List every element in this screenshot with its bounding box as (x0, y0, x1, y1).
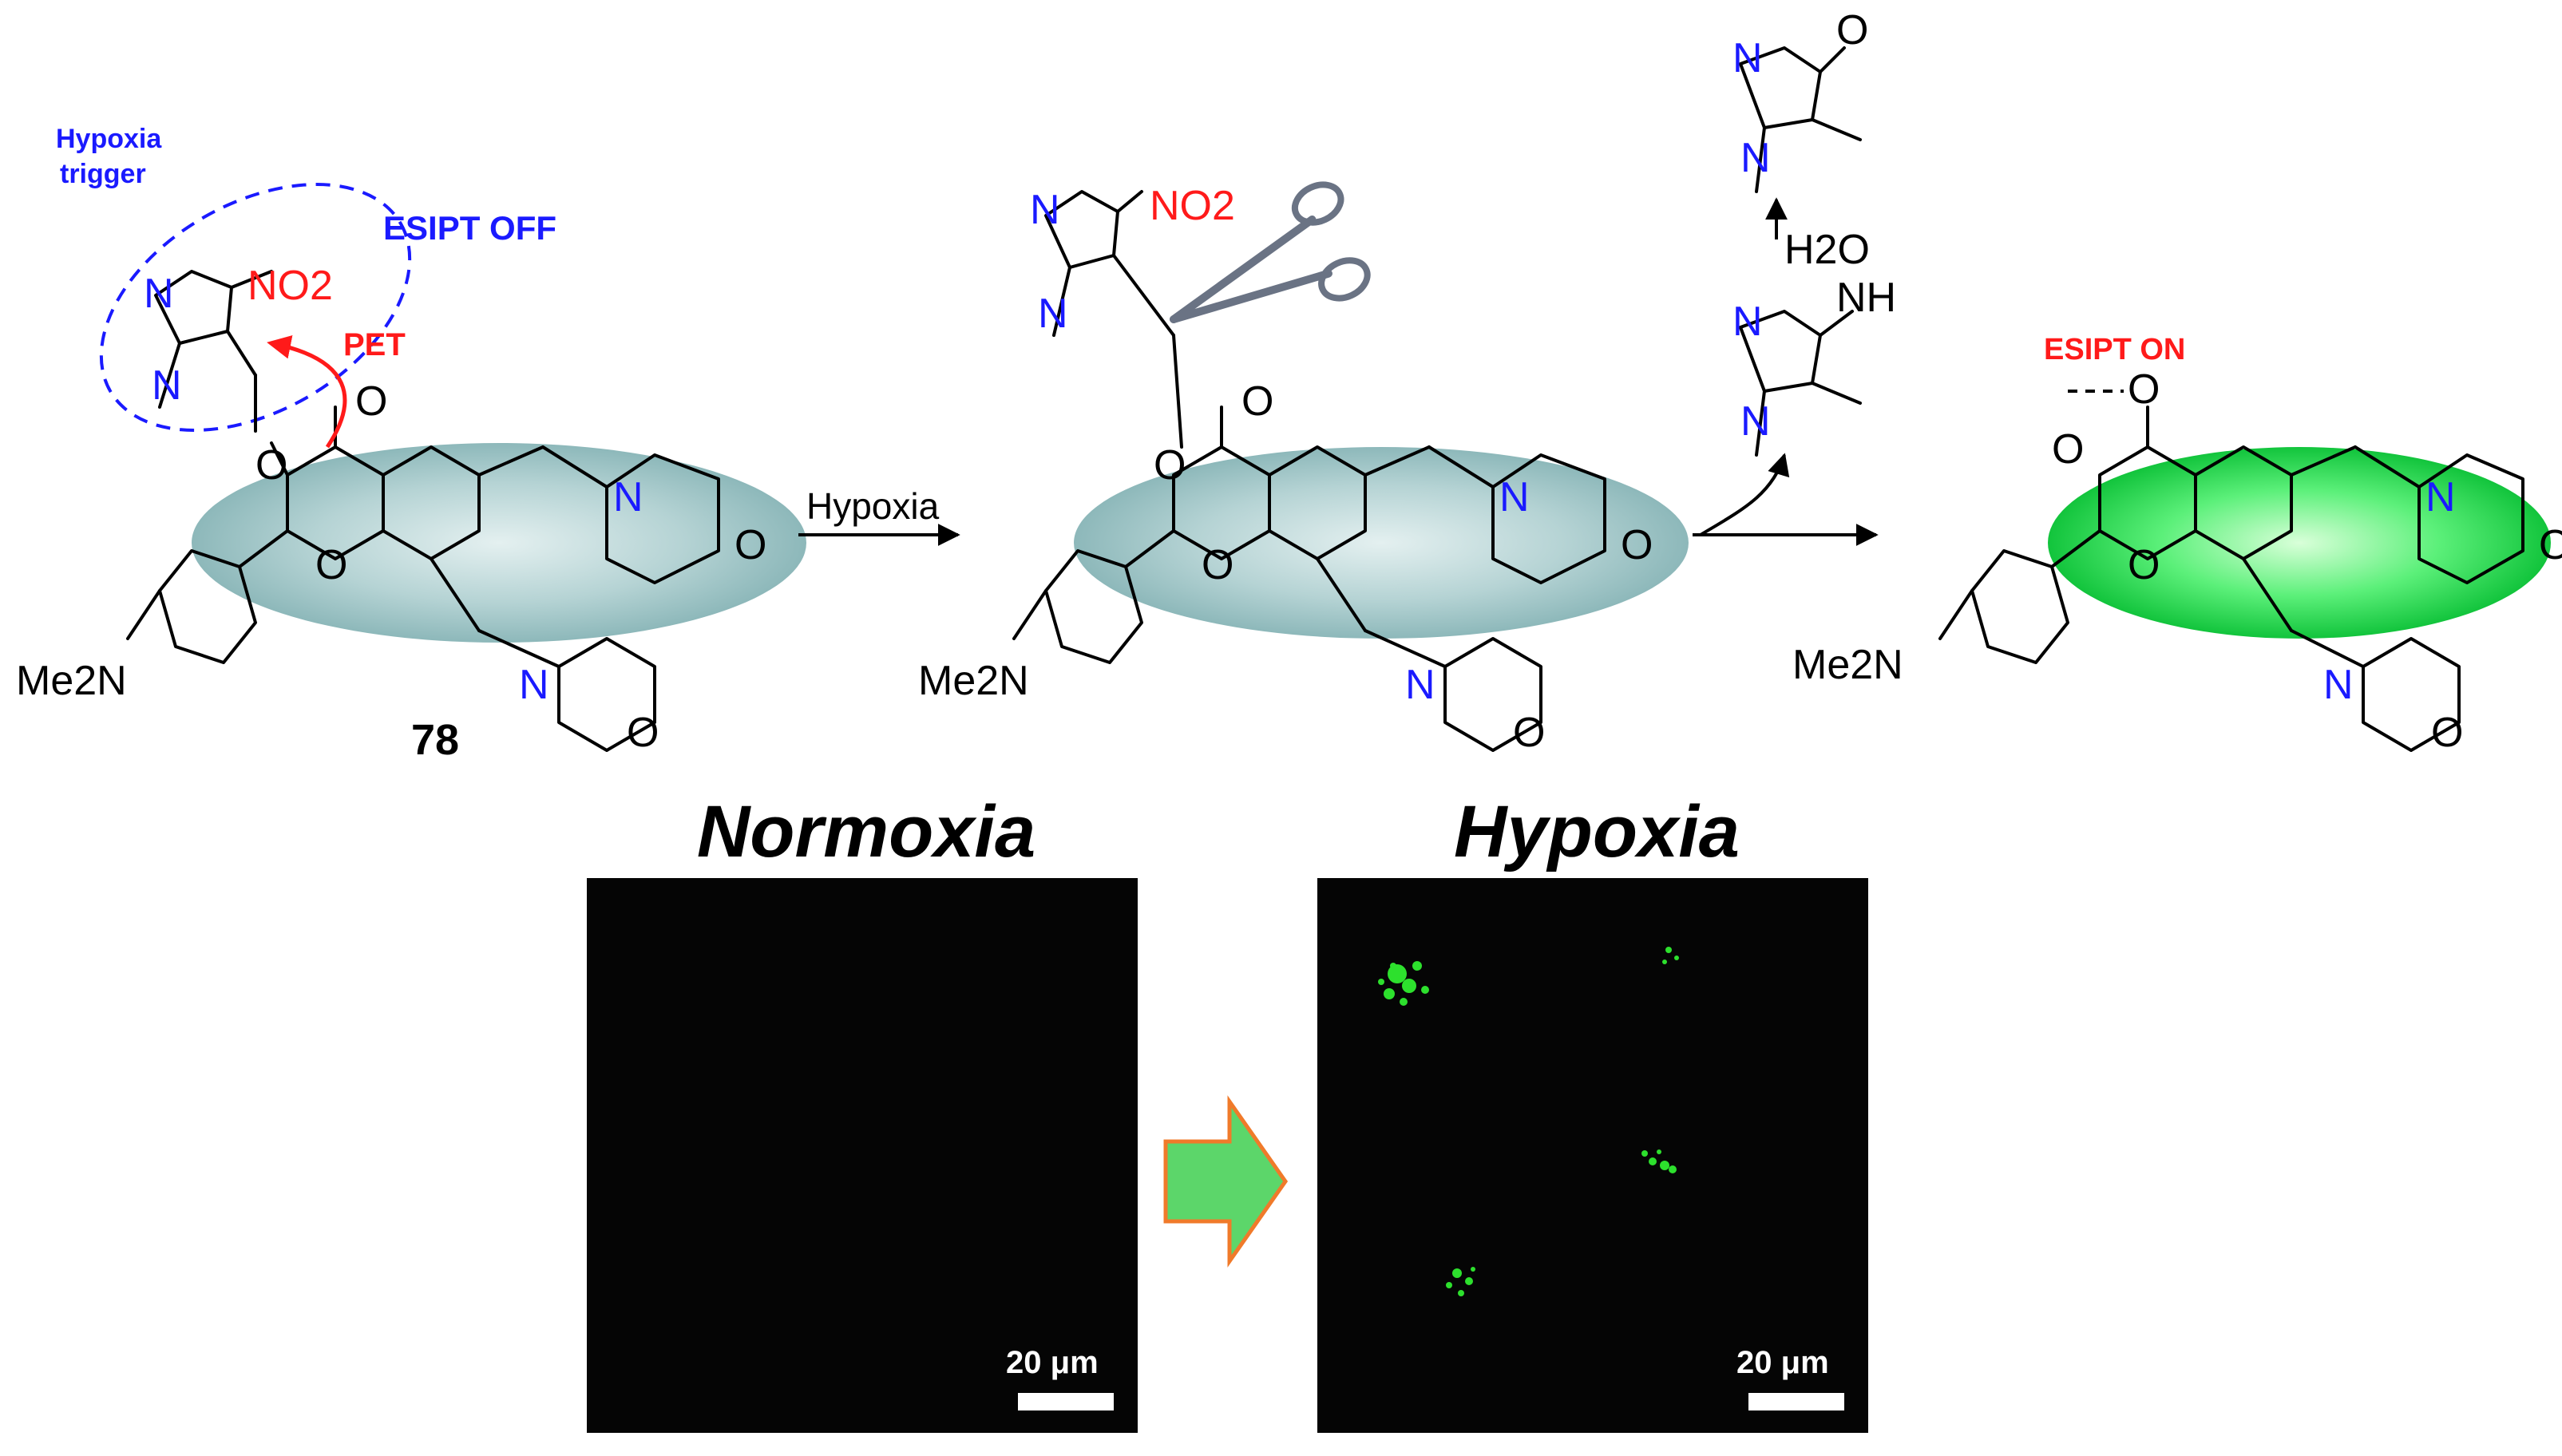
scalebar-right (1748, 1393, 1844, 1410)
svg-text:O: O (735, 522, 766, 568)
svg-text:N: N (1732, 35, 1763, 81)
water-label: H2O (1784, 227, 1870, 273)
intermediate-ellipse (1074, 447, 1689, 639)
svg-text:O: O (1513, 710, 1545, 756)
dimethylamino-middle: Me2N (918, 658, 1029, 704)
svg-text:N: N (2425, 474, 2456, 520)
hypoxia-image: 20 μm (1317, 878, 1868, 1433)
svg-text:O: O (2128, 542, 2160, 588)
svg-text:N: N (519, 662, 549, 708)
svg-text:O: O (1836, 7, 1868, 53)
hypoxia-trigger-label: Hypoxia trigger (56, 124, 169, 189)
normoxia-image: 20 μm (587, 878, 1138, 1433)
compound-number: 78 (411, 716, 459, 764)
right-image-title: Hypoxia (1454, 791, 1740, 872)
compound-78-ellipse (192, 443, 806, 643)
nitro-label-middle: NO2 (1150, 183, 1235, 229)
imine-label: NH (1836, 275, 1896, 321)
dimethylamino-right: Me2N (1792, 642, 1903, 688)
arrow1-label: Hypoxia (806, 485, 940, 527)
svg-text:O: O (1621, 522, 1653, 568)
svg-text:O: O (2128, 366, 2160, 413)
svg-text:N: N (1038, 291, 1068, 337)
release-curve (1699, 453, 1790, 536)
scalebar-left (1018, 1393, 1114, 1410)
svg-text:N: N (1405, 662, 1435, 708)
trigger-line-2: trigger (60, 159, 146, 189)
esipt-on-label: ESIPT ON (2044, 333, 2185, 366)
pet-label: PET (343, 327, 406, 362)
svg-text:N: N (1732, 299, 1763, 345)
svg-text:O: O (627, 710, 659, 756)
hypoxia-fluorescence (1378, 947, 1679, 1296)
scissors-icon (1170, 181, 1371, 323)
product: O O O N O N O (1938, 366, 2562, 756)
svg-text:O: O (255, 442, 287, 489)
svg-text:N: N (613, 474, 643, 520)
svg-text:N: N (2323, 662, 2354, 708)
product-ellipse (2048, 447, 2551, 639)
svg-text:O: O (315, 542, 347, 588)
svg-text:O: O (2431, 710, 2463, 756)
dimethylamino-left: Me2N (16, 658, 127, 704)
svg-text:N: N (1740, 135, 1771, 181)
svg-text:N: N (152, 362, 182, 409)
svg-text:O: O (2052, 426, 2084, 473)
svg-text:O: O (355, 378, 387, 425)
trigger-line-1: Hypoxia (56, 124, 162, 154)
svg-text:O: O (1202, 542, 1233, 588)
scale-label-right: 20 μm (1736, 1345, 1829, 1380)
svg-text:O: O (2539, 522, 2562, 568)
nitro-label-left: NO2 (247, 263, 333, 309)
svg-text:N: N (1499, 474, 1530, 520)
svg-text:O: O (1154, 442, 1186, 489)
scale-label-left: 20 μm (1006, 1345, 1099, 1380)
esipt-off-label: ESIPT OFF (383, 209, 556, 247)
svg-text:N: N (1030, 187, 1060, 233)
svg-text:O: O (1241, 378, 1273, 425)
pet-arrow (267, 335, 347, 449)
svg-text:N: N (144, 271, 174, 317)
left-image-title: Normoxia (696, 791, 1036, 872)
byproducts: N N O N N (1732, 7, 1868, 457)
transition-arrow (1163, 1095, 1289, 1268)
svg-text:N: N (1740, 398, 1771, 445)
compound-78: N N O O O N O N O (99, 183, 806, 756)
intermediate: N N O O O N O N O (1012, 181, 1689, 756)
hypoxia-trigger-dashed-ellipse (99, 183, 412, 432)
